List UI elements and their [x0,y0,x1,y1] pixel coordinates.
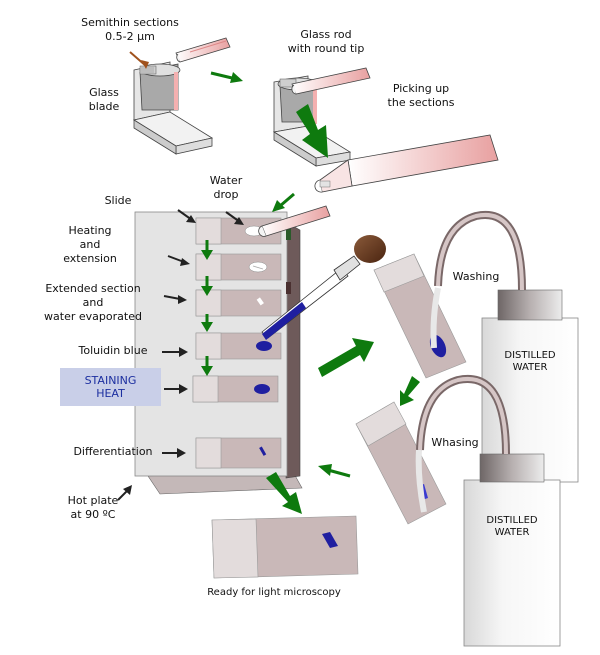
washing-slide-1 [373,253,467,379]
green-arrow-down-ready [266,472,302,514]
bottle-1-label-line2: WATER [512,362,548,373]
glass-rod-label-line2: with round tip [287,42,365,55]
green-arrow-to-washing [318,338,374,377]
washing-label-text: Washing [452,270,500,283]
heating-label: Heating and extension [54,224,126,266]
picking-up-label-line1: Picking up [392,82,450,95]
glass-blade-2 [272,75,352,167]
ready-label: Ready for light microscopy [188,586,360,600]
extended-label-line1: Extended section [45,282,141,295]
toluidin-blue-label: Toluidin blue [66,344,160,358]
washing-label: Washing [444,270,508,284]
hot-plate-label-line1: Hot plate [67,494,119,507]
extended-label-line2: and [82,296,104,309]
green-arrow-down-washing [400,376,420,406]
bottle-2-label: DISTILLED WATER [464,515,560,539]
pipette [261,235,386,340]
heating-label-line3: extension [63,252,117,265]
sections-label-line1: Semithin sections [81,16,179,29]
green-arrow-back [318,464,351,478]
slide-row-4 [195,332,282,360]
washing-slide-2 [355,401,447,525]
whasing-label-text: Whasing [431,436,479,449]
green-arrow-right-1 [210,71,243,83]
water-drop-label: Water drop [200,174,252,202]
whasing-label: Whasing [424,436,486,450]
glass-blade-label-line2: blade [88,100,120,113]
bottle-1-label-line1: DISTILLED [504,350,556,361]
heat-label-line2: HEAT [96,387,125,400]
staining-heat-box [60,368,161,406]
extended-label-line3: water evaporated [44,310,142,323]
glass-rod-label-line1: Glass rod [300,28,352,41]
ready-slide [211,515,359,579]
bottle-2-label-line1: DISTILLED [486,515,538,526]
extended-section-label: Extended section and water evaporated [36,282,150,324]
sections-pointer-head [141,60,149,69]
green-arrows-down [201,240,213,376]
slide-row-2 [195,253,282,281]
slide-row-6 [195,437,282,469]
black-arrows [117,209,244,501]
water-drop-label-line1: Water [209,174,243,187]
staining-heat-label: STAINING HEAT [60,374,161,400]
green-arrow-to-drop [272,192,295,212]
glass-blade-1 [132,61,214,155]
sections-label-line2: 0.5-2 µm [105,30,155,43]
slide-label-text: Slide [104,194,132,207]
staining-label-line1: STAINING [84,374,137,387]
green-arrow-down-big [296,104,328,158]
heating-label-line2: and [79,238,101,251]
glass-rod-3 [258,205,331,237]
glass-rod-label: Glass rod with round tip [278,28,374,56]
slide-label: Slide [98,194,138,208]
sections-label: Semithin sections 0.5-2 µm [70,16,190,44]
picking-up-label-line2: the sections [387,96,455,109]
bottle-1-label: DISTILLED WATER [482,350,578,374]
big-glass-rod [314,134,499,193]
hot-plate-label: Hot plate at 90 ºC [58,494,128,522]
slide-row-5 [192,375,279,403]
distilled-water-bottle-2 [416,374,561,647]
differentiation-label: Differentiation [66,445,160,459]
differentiation-label-text: Differentiation [73,445,153,458]
toluidin-label-text: Toluidin blue [78,344,148,357]
glass-blade-label: Glass blade [76,86,132,114]
water-drop-label-line2: drop [213,188,239,201]
glass-rod-2 [291,67,371,95]
glass-rod-1 [175,37,231,63]
glass-blade-label-line1: Glass [89,86,119,99]
hot-plate-label-line2: at 90 ºC [70,508,116,521]
ready-label-text: Ready for light microscopy [207,587,341,598]
picking-up-label: Picking up the sections [376,82,466,110]
heating-label-line1: Heating [68,224,112,237]
bottle-2-label-line2: WATER [494,527,530,538]
slide-row-3 [195,289,282,317]
